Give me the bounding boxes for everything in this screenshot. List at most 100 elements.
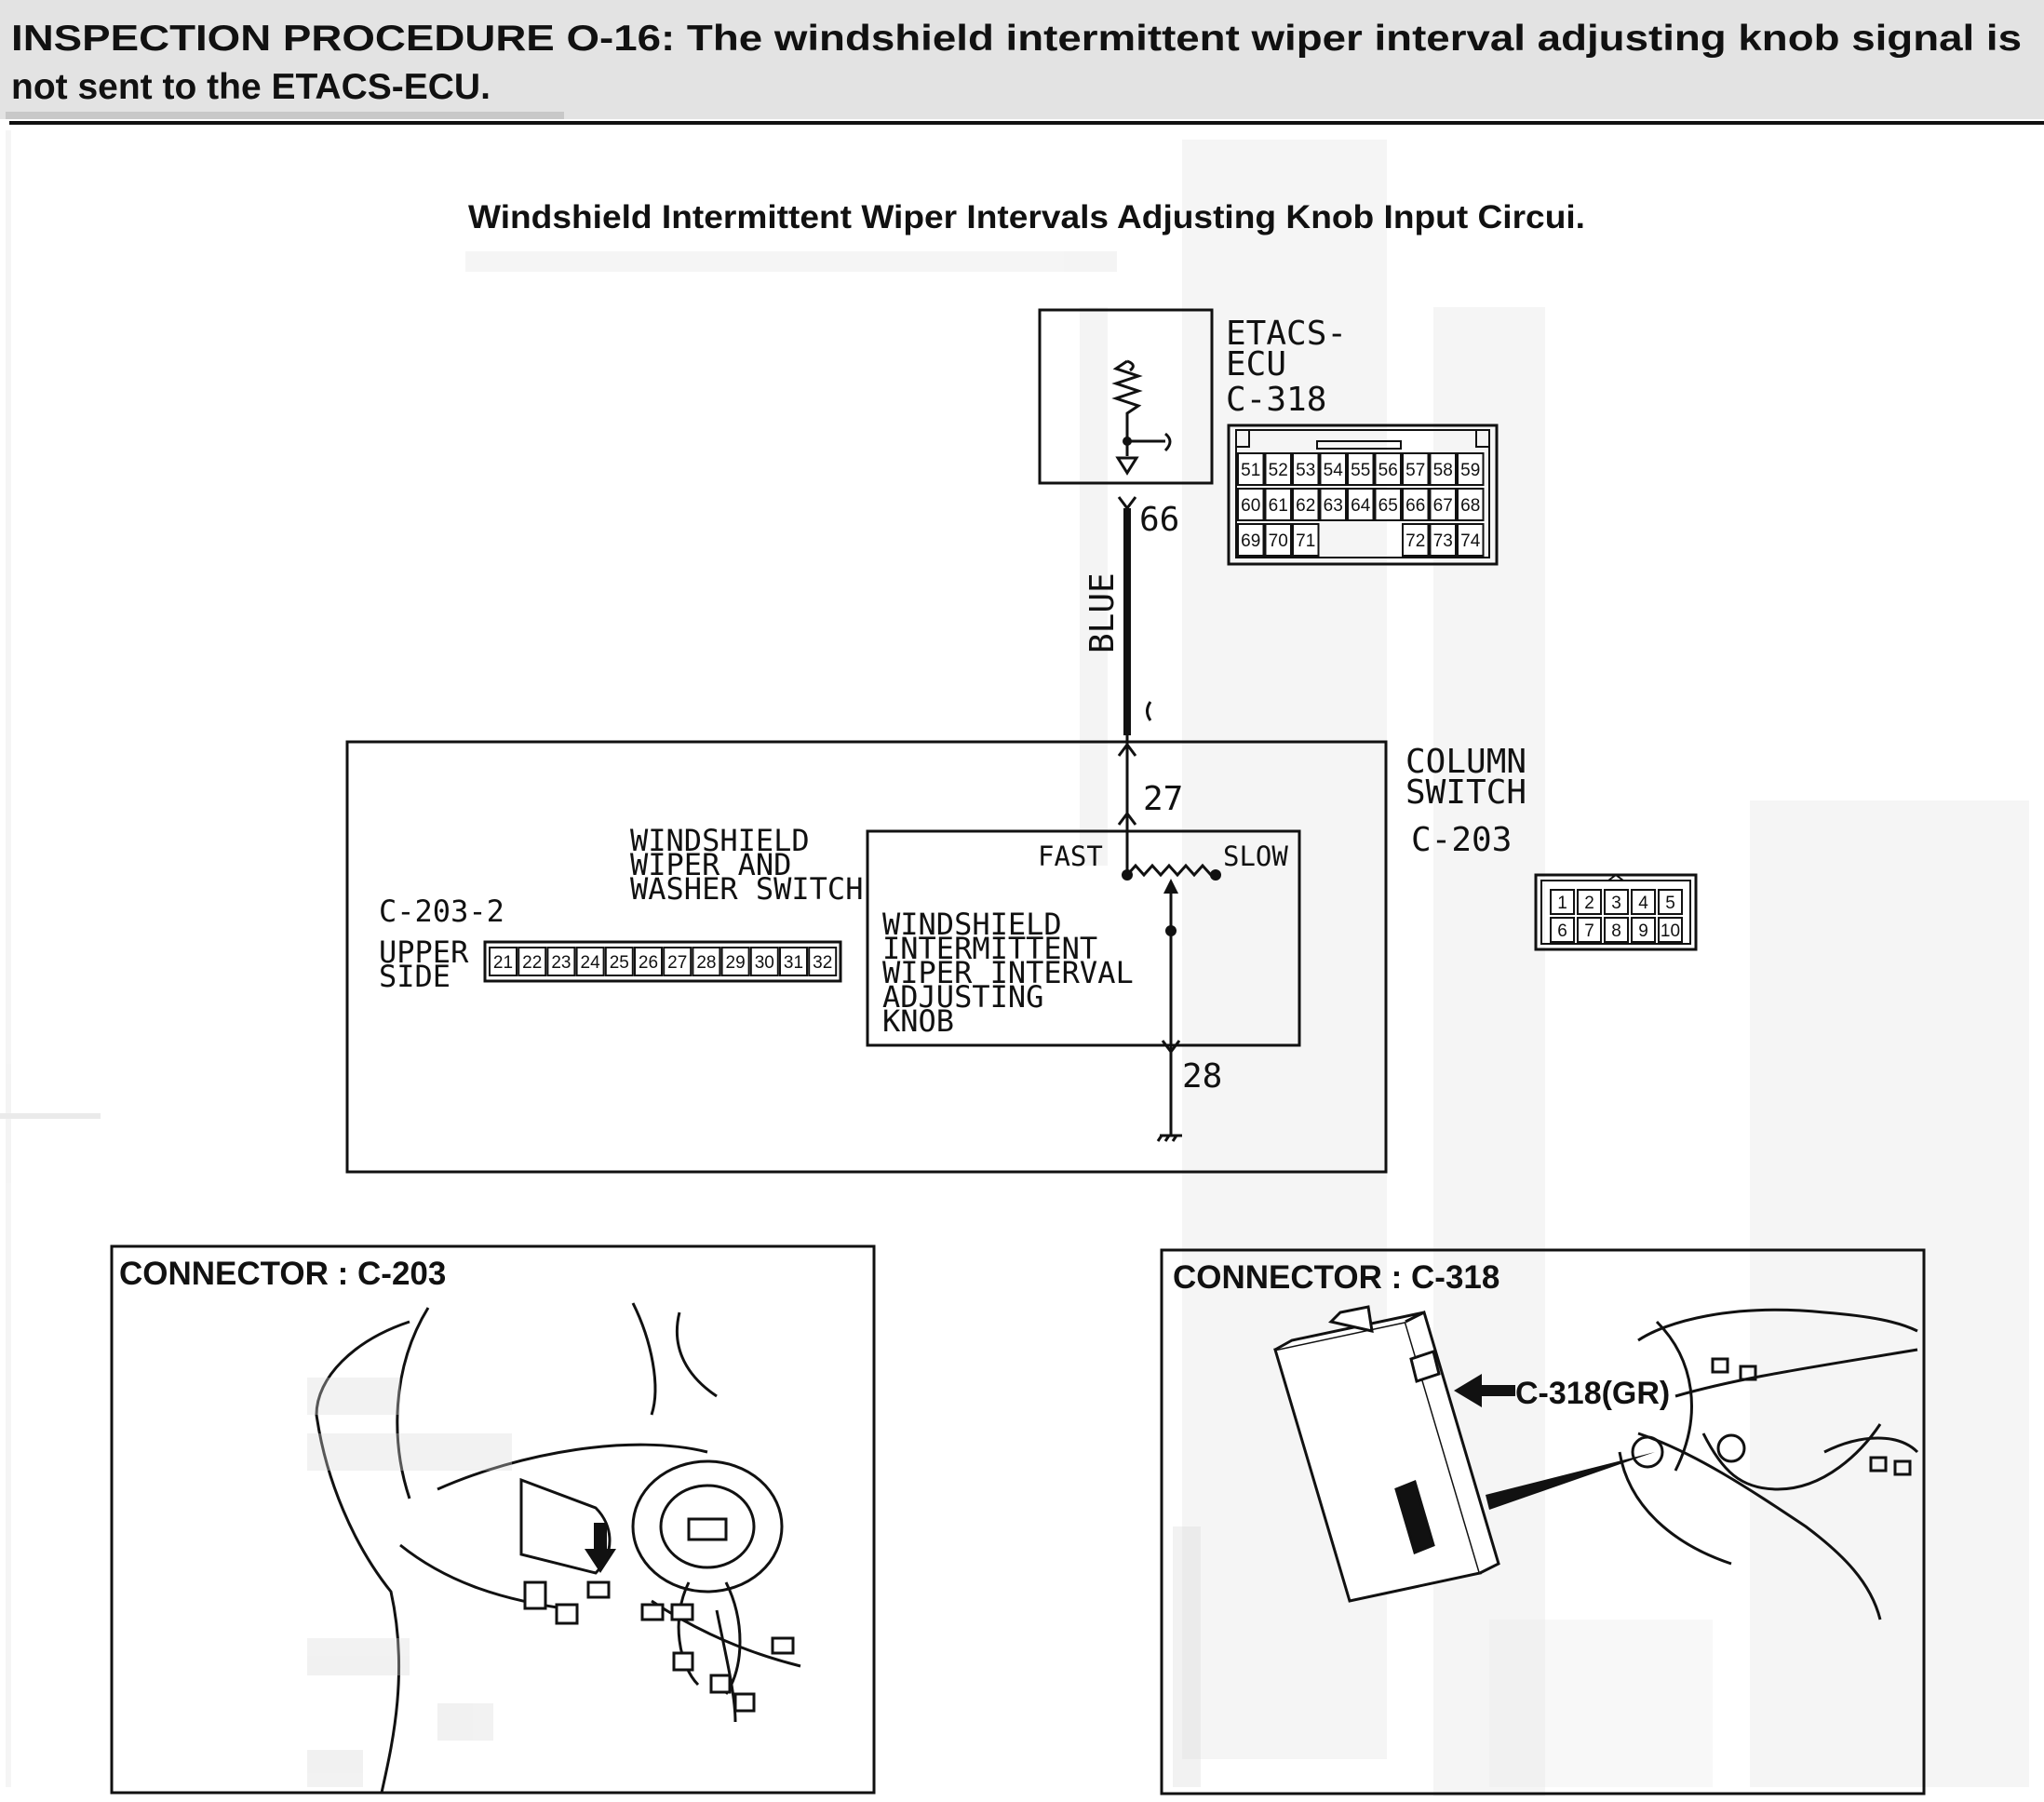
pin-label: 65 (1378, 496, 1398, 516)
etacs-ecu-unit-illustration (1273, 1305, 1500, 1603)
panel-connector-c203: CONNECTOR : C-203 (110, 1244, 876, 1795)
pin-label: 28 (696, 953, 716, 973)
c203-pin-10: 10 (1658, 917, 1683, 943)
pin-label: 32 (813, 953, 832, 973)
pin-label: 29 (726, 953, 746, 973)
pin-label: 7 (1584, 921, 1594, 941)
harness-illustration (1618, 1308, 1919, 1620)
ecu-pin-66: 66 (1402, 488, 1430, 521)
header-line-2: not sent to the ETACS-ECU. (11, 67, 491, 107)
pin-label: 4 (1638, 894, 1648, 913)
sub-connector-pin-26: 26 (634, 947, 663, 976)
sub-connector-pin-21: 21 (489, 947, 518, 976)
sub-connector-pin-30: 30 (749, 947, 779, 976)
pin-label: 23 (551, 953, 571, 973)
ecu-pin-57: 57 (1402, 452, 1430, 486)
ecu-name-line-2: ECU (1226, 345, 1286, 383)
pin-label: 25 (610, 953, 629, 973)
pin-label: 53 (1296, 461, 1315, 480)
ground-icon (1156, 1134, 1182, 1142)
pin-label: 3 (1611, 894, 1621, 913)
potentiometer-icon (1125, 863, 1216, 878)
ecu-pin-73: 73 (1429, 523, 1457, 557)
pin-label: 8 (1611, 921, 1621, 941)
column-switch-name-1: COLUMN (1405, 743, 1526, 781)
knob-line-1: WINDSHIELD (882, 907, 1062, 942)
pin-label: 58 (1433, 461, 1453, 480)
pin-label: 5 (1665, 894, 1675, 913)
pin-label: 72 (1405, 531, 1425, 551)
c203-pin-8: 8 (1604, 917, 1629, 943)
pin-label: 55 (1351, 461, 1370, 480)
pin-label: 57 (1405, 461, 1425, 480)
c203-pin-1: 1 (1550, 889, 1575, 915)
pin-label: 24 (581, 953, 601, 973)
pin-label: 10 (1661, 921, 1680, 941)
knob-slow-label: SLOW (1223, 840, 1288, 872)
procedure-header: INSPECTION PROCEDURE O-16: The windshiel… (0, 0, 2044, 125)
pin-label: 6 (1557, 921, 1567, 941)
sub-connector-pin-32: 32 (808, 947, 838, 976)
sub-connector-side-2: SIDE (379, 959, 450, 994)
blue-wire: BLUE (1083, 508, 1152, 735)
wire-color-label: BLUE (1083, 572, 1122, 653)
pin-label: 73 (1433, 531, 1453, 551)
ecu-pin-61: 61 (1264, 488, 1292, 521)
column-switch: COLUMN SWITCH C-203 27 WINDSHIELD WIPER … (345, 735, 1526, 1174)
ecu-pin-63: 63 (1319, 488, 1347, 521)
pin-label: 59 (1460, 461, 1480, 480)
pin-label: 52 (1269, 461, 1288, 480)
sub-connector-pin-28: 28 (692, 947, 721, 976)
pin-label: 56 (1378, 461, 1398, 480)
ecu-pin-55: 55 (1347, 452, 1375, 486)
ecu-pin-56: 56 (1374, 452, 1402, 486)
pin-label: 22 (522, 953, 542, 973)
ecu-pin-68: 68 (1457, 488, 1485, 521)
panel-right-title: CONNECTOR : C-318 (1173, 1259, 1499, 1296)
panel-connector-c318: CONNECTOR : C-318 C-318(GR) (1160, 1248, 1926, 1795)
pin-label: 74 (1460, 531, 1481, 551)
c203-pin-6: 6 (1550, 917, 1575, 943)
pin-label: 1 (1557, 894, 1567, 913)
ecu-pin-70: 70 (1264, 523, 1292, 557)
pin-label: 62 (1296, 496, 1315, 516)
c203-pin-7: 7 (1577, 917, 1602, 943)
pin-label: 51 (1241, 461, 1260, 480)
pin-label: 68 (1460, 496, 1480, 516)
sub-connector-id: C-203-2 (379, 894, 504, 929)
ecu-pin-64: 64 (1347, 488, 1375, 521)
ecu-pin-74: 74 (1457, 523, 1485, 557)
ecu-pin-62: 62 (1292, 488, 1320, 521)
ecu-pin-53: 53 (1292, 452, 1320, 486)
column-switch-connector: C-203 (1411, 821, 1512, 859)
ecu-pin-60: 60 (1237, 488, 1265, 521)
c203-pin-2: 2 (1577, 889, 1602, 915)
sub-connector-pin-24: 24 (575, 947, 605, 976)
ecu-pin-65: 65 (1374, 488, 1402, 521)
pin-label: 63 (1324, 496, 1343, 516)
pin-label: 27 (667, 953, 687, 973)
terminal-28: 28 (1156, 1035, 1222, 1142)
sub-connector-pin-29: 29 (720, 947, 750, 976)
pin-label: 70 (1269, 531, 1288, 551)
left-arrow-icon (1454, 1374, 1515, 1407)
pin-label: 67 (1433, 496, 1453, 516)
sub-connector-pin-25: 25 (604, 947, 634, 976)
ecu-pin-52: 52 (1264, 452, 1292, 486)
c203-pin-3: 3 (1604, 889, 1629, 915)
pin-label: 26 (639, 953, 658, 973)
c203-pin-4: 4 (1631, 889, 1656, 915)
ecu-pin-69: 69 (1237, 523, 1265, 557)
panel-left-title: CONNECTOR : C-203 (119, 1256, 446, 1292)
ecu-pin-51: 51 (1237, 452, 1265, 486)
pin-label: 54 (1324, 461, 1344, 480)
etacs-ecu: ETACS- ECU C-318 (1038, 308, 1347, 485)
right-panel-ghost (1173, 1526, 1713, 1787)
sub-connector-pin-27: 27 (663, 947, 693, 976)
panel-right-callout: C-318(GR) (1515, 1376, 1670, 1411)
pin-label: 31 (784, 953, 803, 973)
ecu-pin-58: 58 (1429, 452, 1457, 486)
